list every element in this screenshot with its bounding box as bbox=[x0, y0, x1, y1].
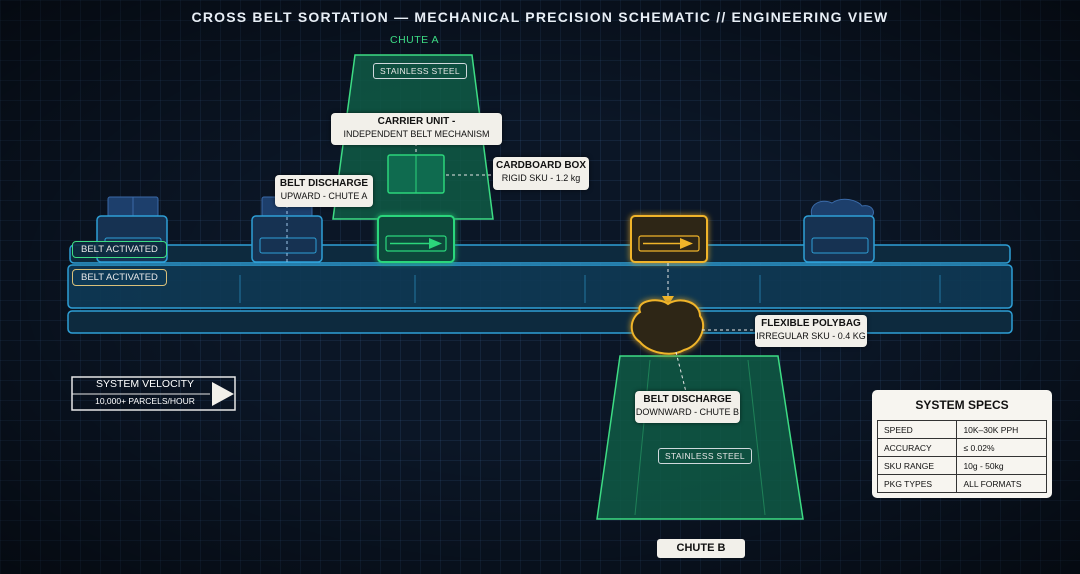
spec-label: ACCURACY bbox=[876, 438, 958, 457]
velocity-title: SYSTEM VELOCITY bbox=[95, 378, 195, 390]
carrier-unit-title: CARRIER UNIT - bbox=[377, 116, 456, 127]
spec-value: ALL FORMATS bbox=[956, 474, 1047, 493]
main-belt bbox=[67, 264, 1013, 309]
carrier-unit-callout: CARRIER UNIT - INDEPENDENT BELT MECHANIS… bbox=[331, 113, 502, 145]
spec-label: PKG TYPES bbox=[876, 474, 958, 493]
specs-title: SYSTEM SPECS bbox=[915, 398, 1009, 412]
page-title: CROSS BELT SORTATION — MECHANICAL PRECIS… bbox=[191, 9, 889, 25]
polybag-title: FLEXIBLE POLYBAG bbox=[761, 318, 861, 329]
cardboard-box-sub: RIGID SKU - 1.2 kg bbox=[501, 173, 581, 183]
belt-activated-tag-amber: BELT ACTIVATED bbox=[72, 269, 167, 286]
table-row: PKG TYPES ALL FORMATS bbox=[876, 474, 1047, 493]
belt-segment-dividers bbox=[239, 275, 941, 303]
carrier-unit-3-active bbox=[377, 143, 495, 263]
flexible-polybag bbox=[630, 299, 758, 393]
chute-b bbox=[596, 355, 804, 520]
chute-b-guides bbox=[634, 359, 766, 516]
cardboard-box-callout: CARDBOARD BOX RIGID SKU - 1.2 kg bbox=[493, 157, 589, 190]
polybag-callout: FLEXIBLE POLYBAG IRREGULAR SKU - 0.4 KG bbox=[755, 315, 867, 347]
system-velocity: SYSTEM VELOCITY 10,000+ PARCELS/HOUR bbox=[70, 376, 238, 409]
table-row: SKU RANGE 10g - 50kg bbox=[876, 456, 1047, 475]
velocity-arrow-head bbox=[212, 382, 234, 406]
spec-label: SKU RANGE bbox=[876, 456, 958, 475]
belt-discharge-up-sub: UPWARD - CHUTE A bbox=[280, 191, 368, 201]
carrier-unit-5 bbox=[803, 198, 875, 263]
chute-b-material: STAINLESS STEEL bbox=[658, 448, 752, 464]
chute-a-material: STAINLESS STEEL bbox=[373, 63, 467, 79]
belt-discharge-down-sub: DOWNWARD - CHUTE B bbox=[635, 407, 740, 417]
spec-label: SPEED bbox=[876, 420, 958, 439]
table-row: ACCURACY ≤ 0.02% bbox=[876, 438, 1047, 457]
carrier-unit-sub: INDEPENDENT BELT MECHANISM bbox=[343, 129, 490, 139]
system-specs-panel: SYSTEM SPECS SPEED 10K–30K PPH ACCURACY … bbox=[872, 390, 1052, 498]
carrier-unit-4-active bbox=[630, 215, 708, 306]
belt-discharge-down-title: BELT DISCHARGE bbox=[643, 394, 732, 405]
spec-value: 10g - 50kg bbox=[956, 456, 1047, 475]
spec-value: ≤ 0.02% bbox=[956, 438, 1047, 457]
belt-discharge-up-title: BELT DISCHARGE bbox=[279, 178, 369, 189]
table-row: SPEED 10K–30K PPH bbox=[876, 420, 1047, 439]
polybag-sub: IRREGULAR SKU - 0.4 KG bbox=[756, 331, 866, 341]
chute-b-label: CHUTE B bbox=[657, 539, 745, 558]
cardboard-box-title: CARDBOARD BOX bbox=[496, 160, 586, 171]
lower-rail bbox=[67, 310, 1013, 334]
belt-discharge-up-callout: BELT DISCHARGE UPWARD - CHUTE A bbox=[275, 175, 373, 207]
specs-table: SPEED 10K–30K PPH ACCURACY ≤ 0.02% SKU R… bbox=[876, 420, 1047, 493]
velocity-arrow bbox=[71, 376, 236, 411]
belt-activated-tag-green: BELT ACTIVATED bbox=[72, 241, 167, 258]
belt-discharge-down-callout: BELT DISCHARGE DOWNWARD - CHUTE B bbox=[635, 391, 740, 423]
velocity-value: 10,000+ PARCELS/HOUR bbox=[95, 396, 195, 406]
chute-a-label: CHUTE A bbox=[390, 34, 440, 46]
spec-value: 10K–30K PPH bbox=[956, 420, 1047, 439]
